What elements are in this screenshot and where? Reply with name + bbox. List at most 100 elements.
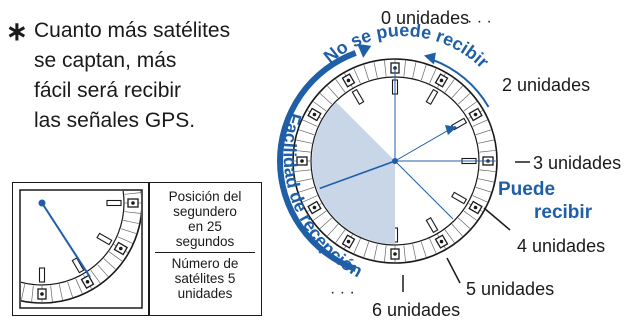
dial-tick bbox=[463, 210, 477, 221]
dial-tick bbox=[21, 284, 26, 300]
hour-marker-dot bbox=[131, 201, 135, 205]
dial-tick bbox=[403, 60, 406, 77]
dial-tick bbox=[478, 139, 494, 144]
note-line-2: se captan, más bbox=[34, 49, 177, 72]
inset-dial-crop bbox=[19, 189, 143, 309]
dial-tick bbox=[457, 93, 471, 105]
dial-tick bbox=[296, 178, 312, 183]
dial-outer-rim bbox=[21, 191, 141, 304]
dial-tick bbox=[298, 129, 315, 136]
dots-bottom: · · · bbox=[330, 284, 355, 301]
dial-tick bbox=[335, 229, 346, 243]
dial-tick bbox=[363, 241, 370, 258]
dial-tick bbox=[479, 169, 496, 172]
note-line-1: Cuanto más satélites bbox=[34, 19, 231, 42]
hour-marker-dot bbox=[473, 112, 478, 117]
hour-marker-dot bbox=[346, 78, 351, 83]
dial-tick bbox=[58, 284, 63, 300]
hour-marker-dot bbox=[439, 239, 444, 244]
label-4-units: 4 unidades bbox=[517, 236, 606, 256]
dial-tick bbox=[384, 245, 387, 262]
dial-tick bbox=[319, 93, 333, 105]
dial-tick bbox=[117, 236, 133, 244]
no-receive-arrow-arc bbox=[431, 58, 490, 108]
dial-tick bbox=[124, 192, 141, 195]
can-receive-label-2: recibir bbox=[534, 202, 593, 223]
hour-marker-dot bbox=[85, 280, 90, 284]
inset-frame bbox=[12, 182, 262, 316]
dial-hand bbox=[394, 125, 456, 162]
dial-tick bbox=[123, 219, 139, 224]
dial-tick bbox=[67, 281, 73, 298]
hour-marker-dot bbox=[119, 246, 123, 251]
dial-tick bbox=[373, 244, 378, 260]
hour-index bbox=[71, 257, 85, 274]
dial-tick bbox=[373, 62, 378, 78]
asterisk-icon: ∗ bbox=[6, 16, 28, 46]
inset-hand-pivot bbox=[38, 199, 46, 207]
dial-hands bbox=[319, 66, 495, 220]
dial-tick bbox=[451, 223, 463, 237]
dial-tick bbox=[319, 217, 333, 229]
dial-tick bbox=[420, 241, 427, 258]
dial-tick bbox=[463, 101, 477, 112]
dial-tick bbox=[108, 251, 123, 262]
dial-tick bbox=[296, 139, 312, 144]
hour-marker-dot bbox=[346, 239, 351, 244]
hour-marker-dot bbox=[393, 252, 397, 256]
dial-tick bbox=[412, 62, 417, 78]
dial-tick bbox=[335, 79, 346, 93]
inset-second-hand bbox=[41, 202, 91, 278]
label-5-units: 5 unidades bbox=[466, 279, 555, 299]
dial-tick bbox=[475, 129, 492, 136]
hour-index bbox=[38, 267, 46, 283]
hour-marker-dot bbox=[439, 78, 444, 83]
dial-tick bbox=[124, 211, 141, 214]
note-line-3: fácil será recibir bbox=[34, 79, 182, 102]
pointer-4-units bbox=[483, 207, 511, 231]
dial-tick bbox=[457, 217, 471, 229]
dial-tick bbox=[294, 169, 311, 172]
dial-tick bbox=[313, 210, 327, 221]
inset-caption: Posición del segundero en 25 segundos Nú… bbox=[149, 189, 261, 301]
dial-tick bbox=[313, 101, 327, 112]
dial-center bbox=[392, 158, 398, 164]
label-6-units: 6 unidades bbox=[372, 300, 461, 320]
dial-hand bbox=[394, 160, 454, 220]
hour-marker-dot bbox=[312, 205, 317, 210]
dial-tick bbox=[412, 244, 417, 260]
label-0-units: 0 unidades bbox=[381, 8, 470, 28]
hour-index bbox=[425, 217, 439, 234]
dial-tick bbox=[294, 150, 311, 153]
hour-index bbox=[106, 199, 122, 207]
note-line-4: las señales GPS. bbox=[34, 109, 196, 132]
dial-tick bbox=[302, 119, 318, 127]
dial-tick bbox=[353, 68, 361, 84]
dial-tick bbox=[103, 258, 116, 270]
label-3-units: 3 unidades bbox=[533, 153, 622, 173]
pointer-5-units bbox=[446, 257, 461, 284]
dial-tick bbox=[472, 195, 488, 203]
dial-inner-rim bbox=[21, 191, 125, 286]
receivable-sector bbox=[312, 102, 395, 244]
arrow-head-icon bbox=[423, 52, 436, 65]
inset-dial-group bbox=[21, 191, 141, 304]
dial-tick bbox=[444, 229, 455, 243]
dial-tick bbox=[384, 60, 387, 77]
arrow-head-icon bbox=[357, 43, 372, 58]
dial-tick bbox=[429, 68, 437, 84]
inset-caption-line: Posición del bbox=[168, 189, 242, 204]
dial-tick bbox=[475, 186, 492, 193]
label-2-units: 2 unidades bbox=[502, 75, 591, 95]
dial-tick bbox=[31, 285, 34, 302]
hour-index bbox=[425, 88, 439, 105]
hand-arrow-icon bbox=[444, 125, 457, 135]
hour-index bbox=[351, 88, 365, 105]
ease-arrow-arc bbox=[277, 50, 357, 272]
hour-marker-dot bbox=[40, 292, 44, 296]
dial-tick bbox=[50, 285, 53, 302]
dial-tick bbox=[444, 79, 455, 93]
hour-index bbox=[96, 232, 113, 246]
can-receive-label-1: Puede bbox=[498, 179, 556, 200]
dial-tick bbox=[90, 269, 101, 284]
